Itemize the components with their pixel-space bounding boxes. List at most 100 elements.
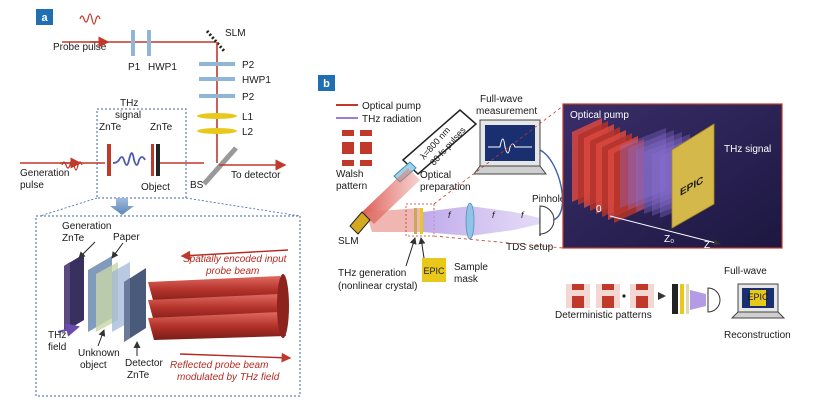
- slm-mirror-icon: [205, 30, 227, 53]
- optical-prep-label-1: Optical: [420, 170, 451, 181]
- znte-left-label: ZnTe: [99, 122, 122, 133]
- bottom-crystal: [672, 284, 689, 314]
- signal-cable: [539, 149, 564, 221]
- thz-beam-path: [423, 206, 540, 236]
- thz-waveform-icon: [112, 152, 146, 166]
- deterministic-patterns: [566, 284, 666, 308]
- pump-beam-to-crystal: [366, 208, 420, 232]
- hwp1-right-plate: [199, 77, 235, 81]
- panel-b-badge-label: b: [323, 78, 330, 90]
- p2-bottom-polarizer: [199, 94, 235, 98]
- reconstruction-computer: [730, 283, 786, 319]
- l1-lens: [197, 113, 237, 119]
- object-plate: [151, 144, 154, 176]
- thz-signal-label-2: signal: [115, 110, 141, 121]
- p2-bottom-label: P2: [242, 92, 255, 103]
- optical-prep-label-2: preparation: [420, 182, 471, 193]
- p1-polarizer: [131, 30, 135, 56]
- recon-screen-text: EPIC: [747, 292, 769, 302]
- focal-f3: f: [521, 210, 525, 220]
- z-axis: [609, 215, 721, 246]
- focal-f2: f: [492, 210, 496, 220]
- inset-thz-label: THz signal: [724, 144, 771, 155]
- panel-b-badge: [318, 75, 335, 91]
- probe-pulse-label: Probe pulse: [53, 42, 107, 53]
- thz-lens: [465, 202, 475, 240]
- inset-thz-field-label-1: THz: [48, 330, 66, 341]
- object-label: Object: [141, 182, 170, 193]
- inset-zero-label: 0: [596, 204, 602, 215]
- sample-mask-plate: [420, 208, 423, 234]
- fullwave-meas-label-1: Full-wave: [480, 94, 523, 105]
- generation-znte-crystal: [107, 144, 111, 176]
- inset-generation-label-1: Generation: [62, 221, 111, 232]
- thz-crystal: [414, 208, 417, 234]
- pinhole-label: Pinhole: [532, 194, 566, 205]
- inset-crystals: [64, 254, 146, 342]
- thz-signal-label-1: THz: [120, 98, 138, 109]
- panel-a-badge: [36, 9, 53, 25]
- znte-right-label: ZnTe: [150, 122, 173, 133]
- hwp1-plate-left: [147, 30, 151, 56]
- inset-unknown-label-2: object: [80, 360, 107, 371]
- inset-detector-label-1: Detector: [125, 358, 163, 369]
- slm-device: [349, 211, 371, 235]
- epic-mask-plate: [671, 123, 715, 229]
- fullwave-monitor: [473, 119, 547, 175]
- panel-a-badge-label: a: [41, 12, 48, 24]
- pump-beam-to-slm: [362, 168, 420, 224]
- sample-mask-label-1: Sample: [454, 262, 488, 273]
- panel-b: b Optical pump THz radiation λ=800 nm 80…: [318, 75, 791, 341]
- tds-setup-label: TDS setup: [506, 242, 554, 253]
- sample-icon-text: EPIC: [423, 266, 445, 276]
- inset-pump-label: Optical pump: [570, 110, 629, 121]
- thz-field-arrow: [57, 323, 80, 337]
- slm-label-b: SLM: [338, 236, 359, 247]
- hwp1-left-label: HWP1: [148, 62, 177, 73]
- fullwave-meas-label-2: measurement: [476, 106, 537, 117]
- p1-label: P1: [128, 62, 141, 73]
- inset-spatial-label-2: probe beam: [205, 266, 259, 277]
- inset-paper-label: Paper: [113, 232, 140, 243]
- reconstruction-label: Reconstruction: [724, 330, 791, 341]
- inset-unknown-label-1: Unknown: [78, 348, 120, 359]
- slm-label-a: SLM: [225, 28, 246, 39]
- bs-label: BS: [190, 180, 204, 191]
- walsh-label-1: Walsh: [336, 169, 363, 180]
- to-detector-label: To detector: [231, 170, 281, 181]
- generation-pulse-label-2: pulse: [20, 180, 44, 191]
- tds-detector: [539, 205, 555, 235]
- p2-top-polarizer: [199, 62, 235, 66]
- l1-label: L1: [242, 112, 254, 123]
- inset-reflected-label-2: modulated by THz field: [177, 372, 280, 383]
- walsh-label-2: pattern: [336, 181, 367, 192]
- panel-a: a Probe pulse P1 HWP1 SLM P2 HWP1 P2 L1 …: [20, 9, 301, 397]
- inset-detector-label-2: ZnTe: [127, 370, 150, 381]
- inset-z0-label: Z₀: [664, 234, 674, 245]
- walsh-pattern-icon: [336, 130, 372, 166]
- focal-f1: f: [448, 210, 452, 220]
- pump-thz-3d-inset: EPIC: [562, 103, 783, 249]
- legend-thz-label: THz radiation: [362, 114, 421, 125]
- bottom-thz-beam: [690, 290, 706, 310]
- l2-label: L2: [242, 127, 254, 138]
- inset-z-label: Z: [704, 240, 710, 251]
- hwp1-right-label: HWP1: [242, 75, 271, 86]
- inset-spatial-label-1: Spatially encoded input: [183, 254, 288, 265]
- fullwave-label: Full-wave: [724, 266, 767, 277]
- p2-top-label: P2: [242, 60, 255, 71]
- thz-gen-label-1: THz generation: [338, 268, 406, 279]
- inset-generation-label-2: ZnTe: [62, 233, 85, 244]
- sample-mask-label-2: mask: [454, 274, 479, 285]
- waveform-trace-icon: [488, 138, 532, 154]
- legend-pump-label: Optical pump: [362, 101, 421, 112]
- probe-pulse-wave-icon: [79, 13, 101, 25]
- thz-gen-label-2: (nonlinear crystal): [338, 281, 417, 292]
- l2-lens: [197, 128, 237, 134]
- bottom-detector: [707, 287, 721, 313]
- sample-mask-icon: [422, 258, 446, 282]
- inset-thz-field-label-2: field: [48, 342, 66, 353]
- thz-signal-box: [96, 108, 187, 199]
- inset-red-beam: [148, 274, 289, 340]
